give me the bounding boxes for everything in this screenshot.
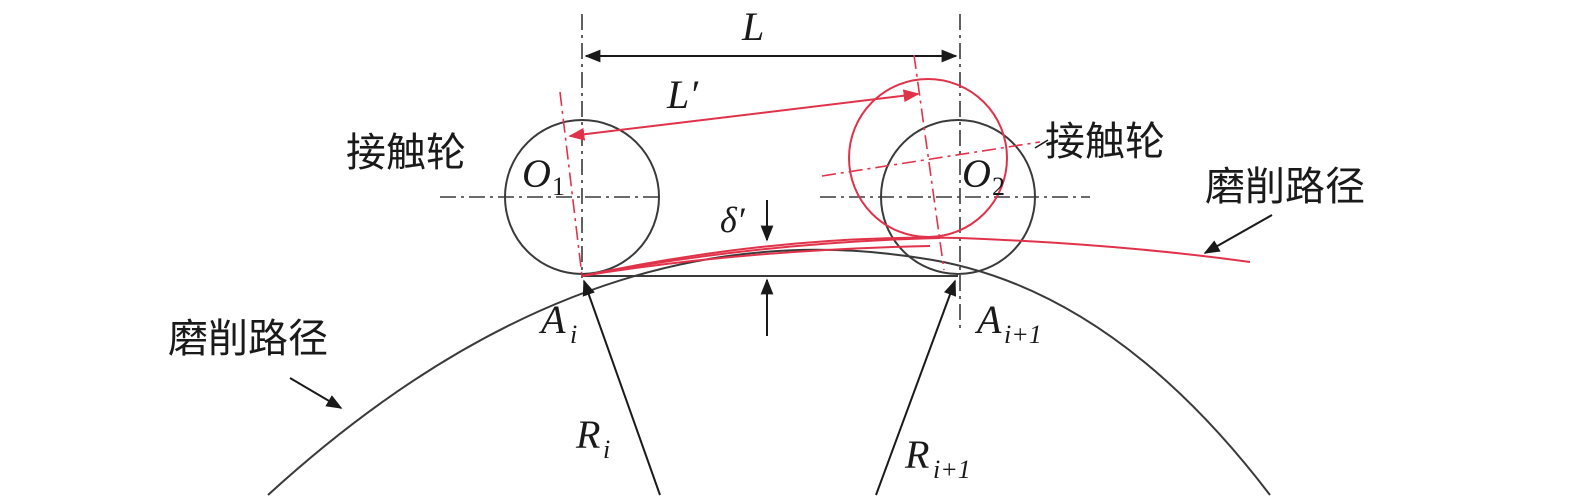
red-grinding-path-inner <box>581 237 941 277</box>
svg-text:i: i <box>603 435 610 464</box>
leader-contact-wheel-right <box>1034 139 1049 149</box>
label-Ai: A i <box>538 297 577 349</box>
svg-text:1: 1 <box>552 172 565 201</box>
contact-wheel-o2 <box>880 119 1036 275</box>
red-grinding-path <box>581 236 1251 277</box>
label-L: L <box>741 4 764 49</box>
leader-grinding-path-left <box>289 377 343 409</box>
radius-arrow-ri1 <box>875 279 957 496</box>
label-grinding-path-left: 磨削路径 <box>168 316 328 362</box>
tilted-axis-cross <box>821 141 1041 177</box>
label-contact-wheel-left: 接触轮 <box>346 130 466 176</box>
svg-text:O: O <box>962 151 991 196</box>
svg-text:i+1: i+1 <box>1004 320 1042 349</box>
svg-text:i: i <box>570 320 577 349</box>
label-Ri: R i <box>575 412 610 464</box>
label-contact-wheel-right: 接触轮 <box>1045 119 1165 165</box>
grinding-path-arc <box>267 248 1271 496</box>
leader-grinding-path-right <box>1203 214 1273 254</box>
svg-text:A: A <box>974 297 1002 342</box>
label-Ai1: A i+1 <box>974 297 1042 349</box>
svg-text:R: R <box>904 432 929 477</box>
svg-text:2: 2 <box>992 172 1005 201</box>
label-L-prime: L′ <box>666 72 699 117</box>
label-O1: O 1 <box>522 151 565 201</box>
svg-text:i+1: i+1 <box>933 455 971 484</box>
label-Ri1: R i+1 <box>904 432 971 484</box>
dimension-L-prime <box>568 89 920 141</box>
radius-arrow-ri <box>582 279 661 496</box>
label-delta-prime: δ′ <box>720 200 746 240</box>
label-grinding-path-right: 磨削路径 <box>1205 164 1365 210</box>
red-grinding-path-lower <box>581 245 931 277</box>
svg-text:A: A <box>538 297 566 342</box>
tilted-axis-left <box>559 91 583 277</box>
label-O2: O 2 <box>962 151 1005 201</box>
svg-text:O: O <box>522 151 551 196</box>
svg-text:R: R <box>575 412 600 457</box>
